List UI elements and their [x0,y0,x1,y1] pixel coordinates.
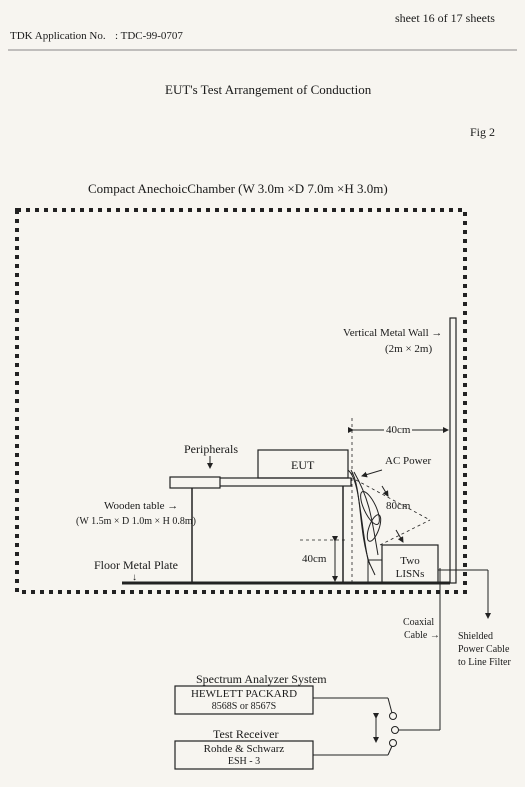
chamber-label: Compact AnechoicChamber (W 3.0m ×D 7.0m … [88,181,388,196]
eut-label: EUT [291,458,315,472]
floor-plate-arrow: ↓ [132,572,137,583]
sheet-number: sheet 16 of 17 sheets [395,11,495,25]
shielded-label-1: Shielded [458,631,493,642]
lisn-label-line2: LISNs [395,568,425,580]
dimension-line-80cm [355,479,431,521]
test-receiver-line1: Rohde & Schwarz [203,743,285,755]
shielded-label-2: Power Cable [458,644,510,655]
distance-40cm-bottom: 40cm [302,553,327,565]
peripherals-box [169,476,221,489]
spectrum-analyzer-line2: 8568S or 8567S [211,701,277,712]
switch-terminal-common [391,726,399,734]
eut-box [257,449,349,479]
page-title: EUT's Test Arrangement of Conduction [165,82,372,97]
wooden-table-size: (W 1.5m × D 1.0m × H 0.8m) [76,516,196,527]
application-label: TDK Application No. [10,30,106,42]
test-receiver-line2: ESH - 3 [227,756,261,767]
coaxial-label-1: Coaxial [403,617,435,628]
wooden-table-label: Wooden table → [104,500,179,512]
shielded-label-3: to Line Filter [458,657,511,668]
ac-power-label: AC Power [385,455,432,467]
peripherals-label: Peripherals [184,442,238,456]
distance-80cm: 80cm [386,500,411,512]
lisn-label-line1: Two [400,555,420,567]
vertical-wall-size: (2m × 2m) [385,343,433,355]
floor-plate-label: Floor Metal Plate [94,558,178,572]
test-receiver-title: Test Receiver [213,727,279,741]
figure-number: Fig 2 [470,125,496,139]
distance-40cm-top: 40cm [384,424,413,436]
chamber-boundary [15,208,467,594]
switch-terminal-top [389,712,397,720]
coaxial-label-2: Cable → [404,630,440,641]
application-number: : TDC-99-0707 [115,30,183,42]
spectrum-analyzer-line1: HEWLETT PACKARD [190,688,298,700]
vertical-wall-label: Vertical Metal Wall → [343,327,443,339]
switch-terminal-bottom [389,739,397,747]
spectrum-analyzer-box [174,685,314,715]
spectrum-analyzer-title: Spectrum Analyzer System [196,672,327,686]
vertical-metal-wall [449,317,457,584]
